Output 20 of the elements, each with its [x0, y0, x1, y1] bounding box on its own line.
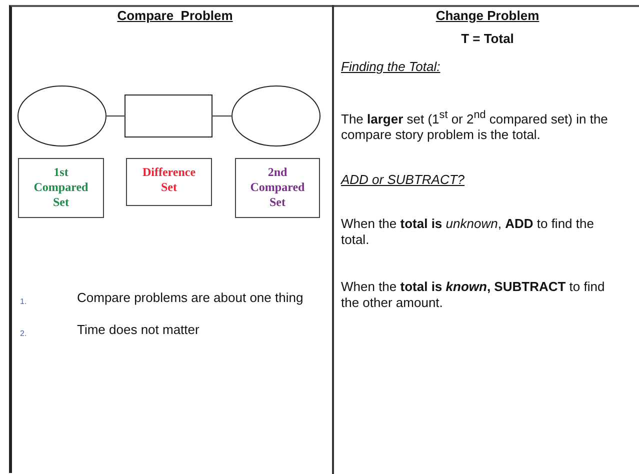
set-label-box: 1st Compared Set [18, 158, 104, 218]
set-ellipse [232, 86, 320, 146]
connector-line [106, 115, 125, 117]
formula-text: T = Total [460, 31, 515, 47]
section-heading: ADD or SUBTRACT? [341, 172, 466, 188]
set-ellipse [18, 86, 106, 146]
paragraph: When the total is unknown, ADD to find the total. [341, 216, 595, 248]
difference-rectangle [124, 94, 212, 138]
list-item: Compare problems are about one thing [77, 290, 304, 306]
column-heading: Compare Problem [116, 8, 234, 24]
list-number: 1. [20, 296, 28, 308]
connector-line [212, 115, 232, 117]
list-item: Time does not matter [77, 322, 200, 338]
column-heading: Change Problem [434, 8, 540, 24]
paragraph: When the total is known, SUBTRACT to find the other amount. [341, 279, 606, 311]
set-label-box: 2nd Compared Set [235, 158, 320, 218]
section-heading: Finding the Total: [341, 59, 442, 75]
list-number: 2. [20, 328, 28, 340]
set-label-box: Difference Set [126, 158, 212, 206]
paragraph: The larger set (1$^{st}$ or 2$^{nd}$ compared set) in the compare story problem is the total. [341, 108, 609, 144]
